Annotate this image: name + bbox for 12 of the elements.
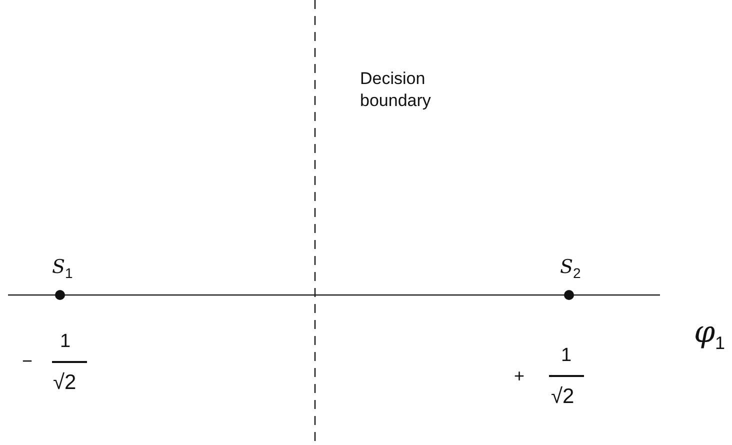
boundary-label: Decision boundary xyxy=(360,68,432,112)
sign: − xyxy=(22,352,33,370)
sign: + xyxy=(514,367,525,385)
point-dot xyxy=(564,290,574,300)
point-dot xyxy=(55,290,65,300)
axis-label: φ$_{1}$ xyxy=(694,318,726,352)
numerator: 1 xyxy=(60,332,71,351)
denominator: √2 xyxy=(551,386,574,407)
numerator: 1 xyxy=(561,346,572,365)
denominator: √2 xyxy=(53,372,76,393)
point-label: S$_{1}$ xyxy=(52,258,73,280)
point-label: S$_{2}$ xyxy=(560,258,581,280)
